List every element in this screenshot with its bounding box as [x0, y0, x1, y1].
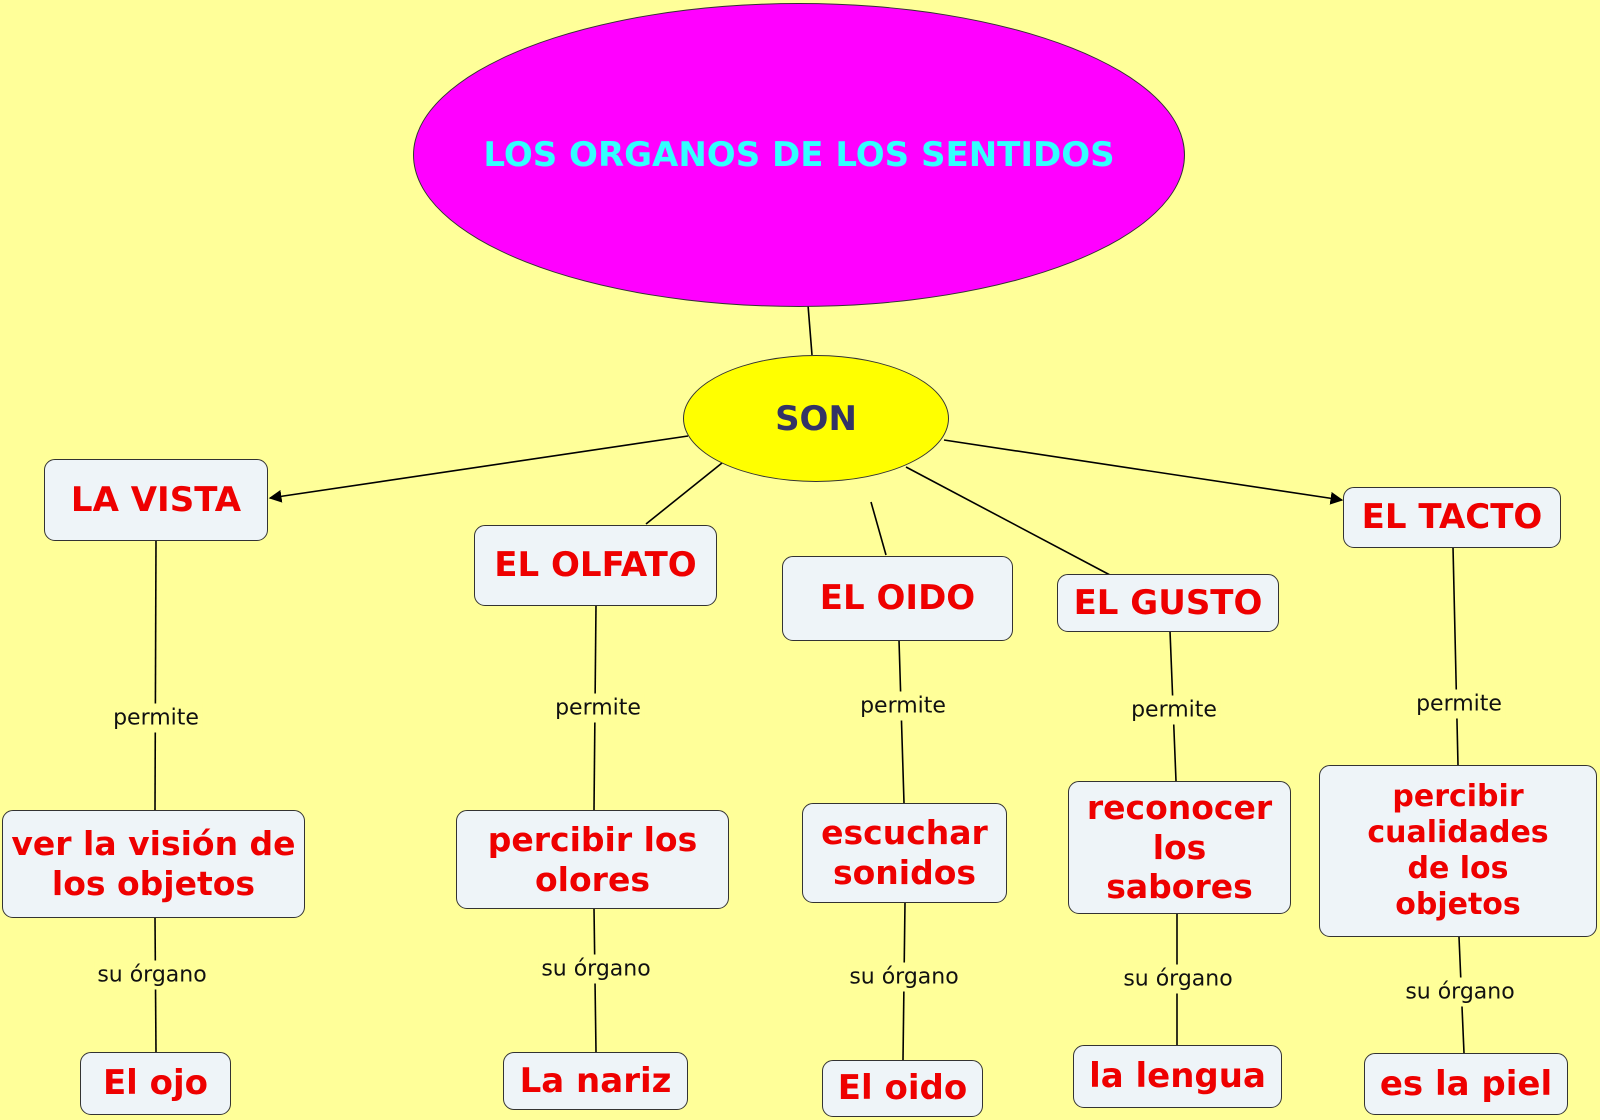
link-label-permite: permite	[1128, 695, 1220, 725]
link-title-son	[807, 304, 813, 356]
link-label-su-organo: su órgano	[538, 954, 654, 984]
sense-node-vista: LA VISTA	[44, 459, 268, 541]
sense-node-gusto: EL GUSTO	[1057, 574, 1279, 632]
sense-name: EL OIDO	[819, 578, 976, 619]
ability-node-olfato: percibir los olores	[456, 810, 729, 909]
link-label-permite: permite	[552, 693, 644, 723]
organ-text: El ojo	[102, 1063, 209, 1104]
hub-node-son: SON	[683, 355, 949, 482]
ability-node-vista: ver la visión de los objetos	[2, 810, 305, 918]
link-label-permite: permite	[857, 691, 949, 721]
organ-text: El oido	[837, 1068, 968, 1109]
link-label-su-organo: su órgano	[1120, 964, 1236, 994]
sense-node-tacto: EL TACTO	[1343, 487, 1561, 548]
sense-name: LA VISTA	[70, 479, 242, 520]
sense-name: EL TACTO	[1361, 497, 1543, 538]
link-oido-ability	[898, 639, 905, 804]
link-vista-ability	[154, 539, 157, 811]
organ-node-vista: El ojo	[80, 1052, 231, 1115]
ability-node-oido: escuchar sonidos	[802, 803, 1007, 903]
link-label-su-organo: su órgano	[846, 962, 962, 992]
hub-text: SON	[775, 398, 857, 439]
link-tacto-ability	[1452, 546, 1459, 766]
link-label-su-organo: su órgano	[1402, 977, 1518, 1007]
link-son-vista	[268, 435, 689, 503]
organ-node-gusto: la lengua	[1073, 1045, 1282, 1108]
ability-text: escuchar sonidos	[821, 813, 988, 892]
ability-text: percibir los olores	[487, 819, 698, 899]
organ-text: la lengua	[1089, 1056, 1266, 1097]
ability-text: percibir cualidades de los objetos	[1367, 779, 1549, 922]
link-son-gusto	[905, 466, 1111, 576]
link-label-permite: permite	[110, 703, 202, 733]
organ-node-tacto: es la piel	[1364, 1053, 1568, 1115]
link-label-permite: permite	[1413, 689, 1505, 719]
ability-node-tacto: percibir cualidades de los objetos	[1319, 765, 1597, 937]
link-son-olfato	[645, 462, 723, 525]
organ-node-olfato: La nariz	[503, 1052, 688, 1110]
link-label-su-organo: su órgano	[94, 960, 210, 990]
sense-node-olfato: EL OLFATO	[474, 525, 717, 606]
organ-text: La nariz	[519, 1060, 672, 1101]
sense-name: EL OLFATO	[494, 545, 697, 586]
ability-text: reconocer los sabores	[1086, 788, 1273, 907]
sense-node-oido: EL OIDO	[782, 556, 1013, 641]
title-node: LOS ORGANOS DE LOS SENTIDOS	[413, 3, 1185, 307]
ability-text: ver la visión de los objetos	[11, 824, 296, 903]
link-son-oido	[870, 501, 887, 556]
organ-node-oido: El oido	[822, 1060, 983, 1117]
title-text: LOS ORGANOS DE LOS SENTIDOS	[483, 135, 1115, 175]
link-son-tacto	[943, 439, 1344, 505]
organ-text: es la piel	[1379, 1063, 1553, 1104]
ability-node-gusto: reconocer los sabores	[1068, 781, 1291, 914]
sense-name: EL GUSTO	[1073, 582, 1263, 623]
